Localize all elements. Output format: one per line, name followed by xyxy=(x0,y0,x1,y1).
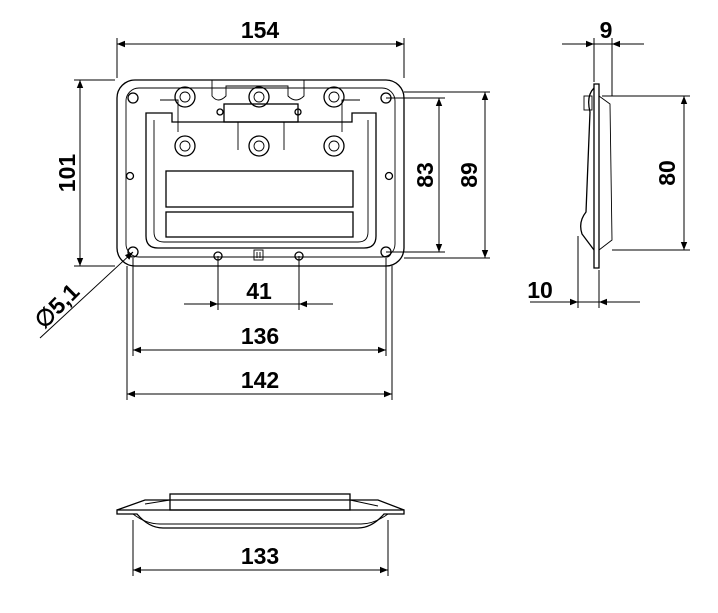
dim-diameter: ∅5,1 xyxy=(29,278,84,333)
dim-80: 80 xyxy=(654,160,680,186)
handle-grip xyxy=(165,211,354,238)
side-dimensions: 9 80 10 xyxy=(527,17,690,308)
mechanism-legs xyxy=(237,122,285,150)
mounting-holes xyxy=(125,92,394,261)
dim-101: 101 xyxy=(54,154,80,193)
bottom-view xyxy=(116,493,405,529)
front-view xyxy=(116,79,405,267)
logo-mark xyxy=(253,249,264,261)
dim-9: 9 xyxy=(600,17,613,43)
side-view xyxy=(580,83,613,269)
front-dimensions: 154 101 83 89 ∅5,1 41 136 142 xyxy=(29,17,490,400)
dim-leader-diameter xyxy=(39,251,134,339)
dim-133: 133 xyxy=(241,543,279,569)
dim-10: 10 xyxy=(527,277,553,303)
bottom-dimensions: 133 xyxy=(132,520,389,576)
rivets xyxy=(174,86,345,157)
plate-inner-outline xyxy=(125,87,396,258)
mechanism-block xyxy=(223,103,299,123)
side-body xyxy=(598,95,613,251)
bottom-plate xyxy=(116,509,405,529)
recess-outline xyxy=(145,112,377,249)
dim-83: 83 xyxy=(412,162,438,188)
handle-bar xyxy=(165,170,354,208)
bottom-handle xyxy=(169,493,351,511)
recess-inner xyxy=(153,120,369,243)
dim-89: 89 xyxy=(456,162,482,188)
side-profile xyxy=(580,87,595,251)
arm-brackets xyxy=(160,99,360,132)
plate-outline xyxy=(116,79,405,267)
side-flange xyxy=(593,83,600,269)
dim-142: 142 xyxy=(241,367,279,393)
dim-154: 154 xyxy=(241,17,280,43)
dim-41: 41 xyxy=(246,278,272,304)
dim-136: 136 xyxy=(241,323,279,349)
top-tab xyxy=(211,80,305,101)
